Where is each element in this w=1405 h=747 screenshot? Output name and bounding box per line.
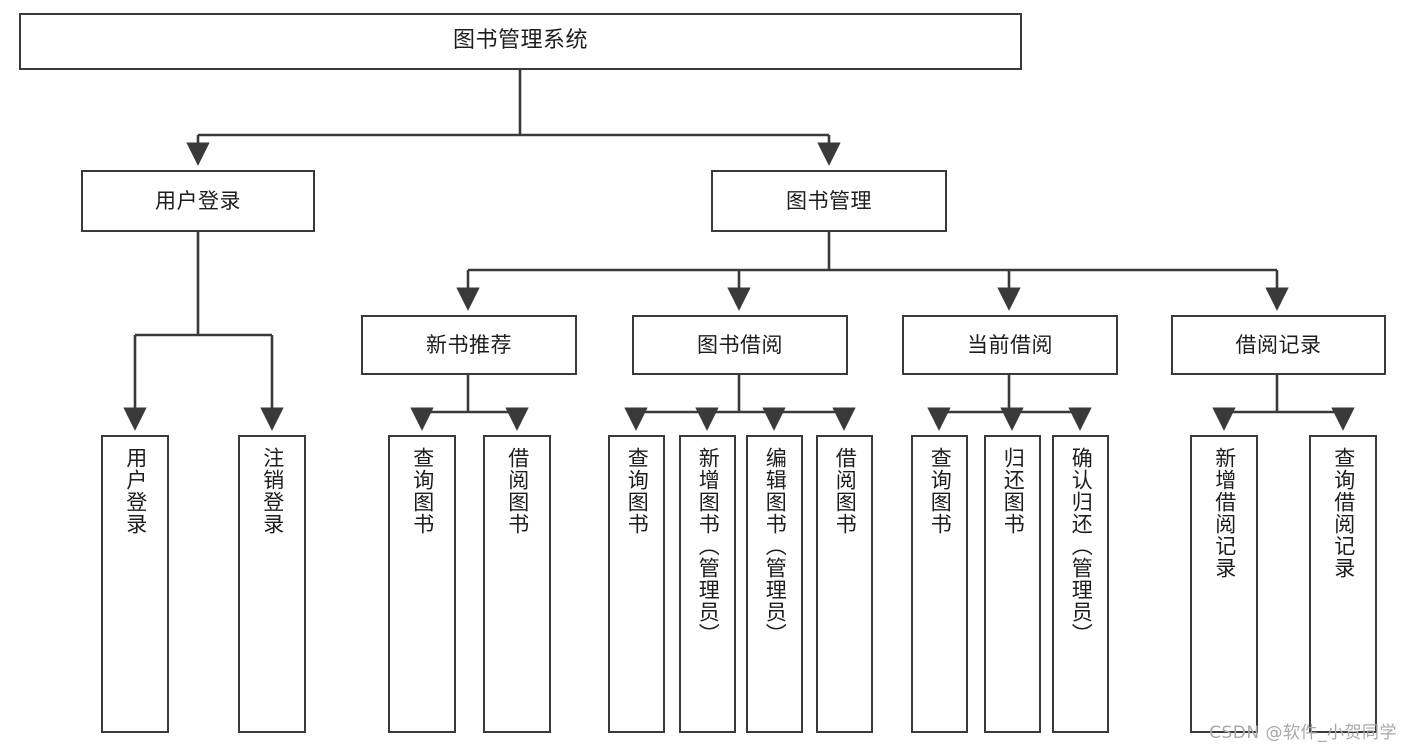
node-leaf-user-login[interactable]: 用户登录 bbox=[101, 435, 169, 733]
node-new-book-rec-label: 新书推荐 bbox=[426, 332, 512, 357]
node-leaf-borrow-do-label: 借阅图书 bbox=[833, 447, 858, 535]
node-leaf-cur-query-label: 查询图书 bbox=[928, 447, 953, 535]
node-user-login-label: 用户登录 bbox=[155, 188, 241, 213]
node-borrow-record[interactable]: 借阅记录 bbox=[1171, 315, 1386, 375]
node-leaf-borrow-add-label: 新增图书（管理员） bbox=[696, 447, 721, 645]
node-book-manage[interactable]: 图书管理 bbox=[711, 170, 947, 232]
node-leaf-cur-return[interactable]: 归还图书 bbox=[984, 435, 1041, 733]
node-leaf-borrow-edit-label: 编辑图书（管理员） bbox=[763, 447, 788, 645]
node-book-borrow-label: 图书借阅 bbox=[697, 332, 783, 357]
node-leaf-borrow-add[interactable]: 新增图书（管理员） bbox=[679, 435, 736, 733]
node-leaf-rec-borrow-label: 借阅图书 bbox=[505, 447, 530, 535]
node-leaf-rec-query[interactable]: 查询图书 bbox=[388, 435, 456, 733]
node-leaf-rec-search-label: 查询借阅记录 bbox=[1331, 447, 1356, 579]
node-leaf-rec-query-label: 查询图书 bbox=[410, 447, 435, 535]
node-leaf-borrow-query-label: 查询图书 bbox=[625, 447, 650, 535]
node-root[interactable]: 图书管理系统 bbox=[19, 13, 1022, 70]
node-leaf-cur-confirm-label: 确认归还（管理员） bbox=[1069, 447, 1094, 645]
watermark-text: CSDN @软件_小贺同学 bbox=[1209, 723, 1397, 743]
node-leaf-rec-search[interactable]: 查询借阅记录 bbox=[1309, 435, 1377, 733]
node-leaf-borrow-query[interactable]: 查询图书 bbox=[608, 435, 665, 733]
node-root-label: 图书管理系统 bbox=[452, 28, 588, 54]
node-leaf-rec-add-label: 新增借阅记录 bbox=[1212, 447, 1237, 579]
node-leaf-borrow-do[interactable]: 借阅图书 bbox=[816, 435, 873, 733]
node-leaf-rec-borrow[interactable]: 借阅图书 bbox=[483, 435, 551, 733]
node-current-borrow[interactable]: 当前借阅 bbox=[902, 315, 1118, 375]
node-leaf-cur-return-label: 归还图书 bbox=[1001, 447, 1026, 535]
node-leaf-borrow-edit[interactable]: 编辑图书（管理员） bbox=[746, 435, 803, 733]
node-user-login[interactable]: 用户登录 bbox=[81, 170, 315, 232]
node-leaf-rec-add[interactable]: 新增借阅记录 bbox=[1190, 435, 1258, 733]
node-new-book-rec[interactable]: 新书推荐 bbox=[361, 315, 577, 375]
node-leaf-user-logout-label: 注销登录 bbox=[260, 447, 285, 535]
node-book-manage-label: 图书管理 bbox=[786, 188, 872, 213]
node-leaf-user-logout[interactable]: 注销登录 bbox=[238, 435, 306, 733]
node-book-borrow[interactable]: 图书借阅 bbox=[632, 315, 848, 375]
node-leaf-user-login-label: 用户登录 bbox=[123, 447, 148, 535]
node-leaf-cur-query[interactable]: 查询图书 bbox=[911, 435, 968, 733]
node-leaf-cur-confirm[interactable]: 确认归还（管理员） bbox=[1052, 435, 1109, 733]
node-borrow-record-label: 借阅记录 bbox=[1235, 332, 1322, 357]
node-current-borrow-label: 当前借阅 bbox=[967, 332, 1053, 357]
